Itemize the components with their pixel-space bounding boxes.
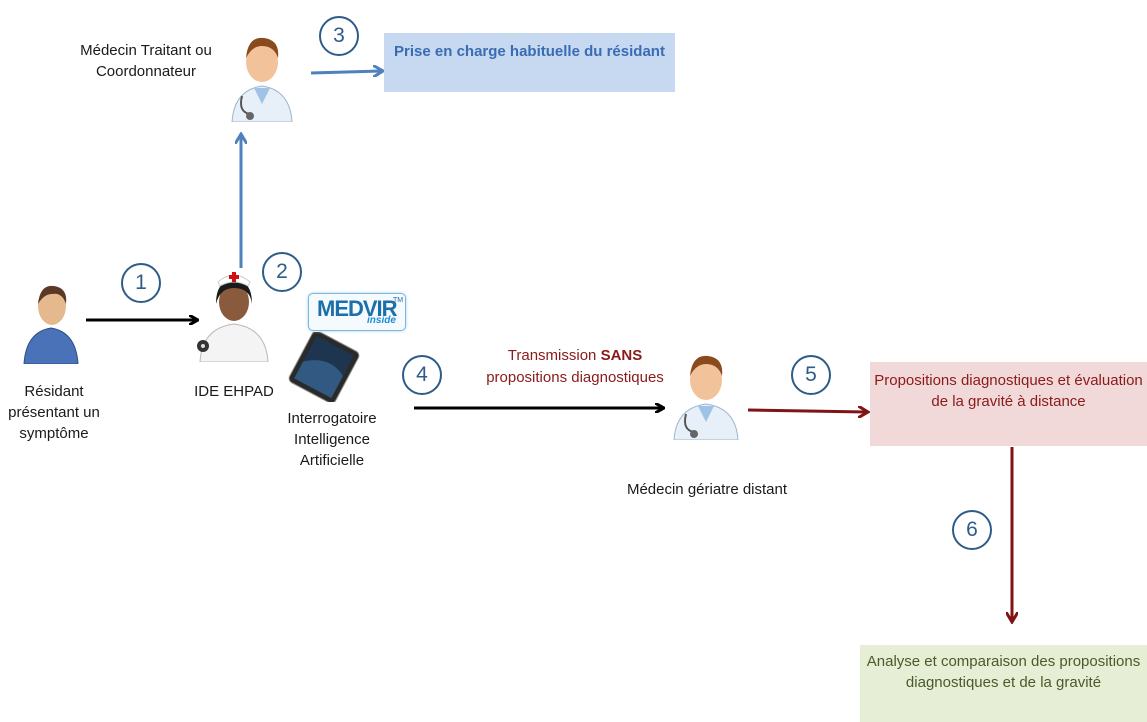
- step-4-badge: 4: [402, 355, 442, 395]
- transmission-sans: SANS: [600, 347, 643, 364]
- box-propositions-diagnostiques: Propositions diagnostiques et évaluation…: [870, 362, 1147, 446]
- resident-icon: [23, 285, 79, 364]
- label-geriatre: Médecin gériatre distant: [626, 481, 788, 498]
- label-interrogatoire: Interrogatoire Intelligence Artificielle: [287, 410, 377, 469]
- step-6-badge: 6: [952, 510, 992, 550]
- geriatrician-icon: [673, 355, 739, 440]
- box-analyse-comparaison: Analyse et comparaison des propositions …: [860, 645, 1147, 722]
- medvir-logo-text: MEDVIR: [317, 296, 398, 321]
- step-3-badge: 3: [319, 16, 359, 56]
- transmission-text-1: Transmission: [507, 347, 601, 364]
- medvir-logo-sub: inside: [367, 315, 396, 326]
- step-2-badge: 2: [262, 252, 302, 292]
- nurse-icon: [197, 272, 269, 362]
- transmission-text-2: propositions diagnostiques: [486, 369, 664, 386]
- step-5-badge: 5: [791, 355, 831, 395]
- label-medecin-traitant: Médecin Traitant ou Coordonnateur: [80, 42, 212, 80]
- label-resident: Résidant présentant un symptôme: [8, 383, 100, 442]
- doctor-icon: [231, 37, 293, 122]
- arrow-step-5: [747, 410, 866, 412]
- medvir-logo: MEDVIR TM inside: [308, 293, 406, 331]
- tablet-icon: [288, 332, 360, 402]
- label-ide: IDE EHPAD: [194, 383, 274, 400]
- medvir-logo-tm: TM: [393, 297, 404, 304]
- transmission-label: Transmission SANS propositions diagnosti…: [440, 345, 710, 389]
- step-1-badge: 1: [121, 263, 161, 303]
- box-prise-en-charge: Prise en charge habituelle du résidant: [384, 33, 675, 92]
- arrow-step-3: [310, 71, 381, 73]
